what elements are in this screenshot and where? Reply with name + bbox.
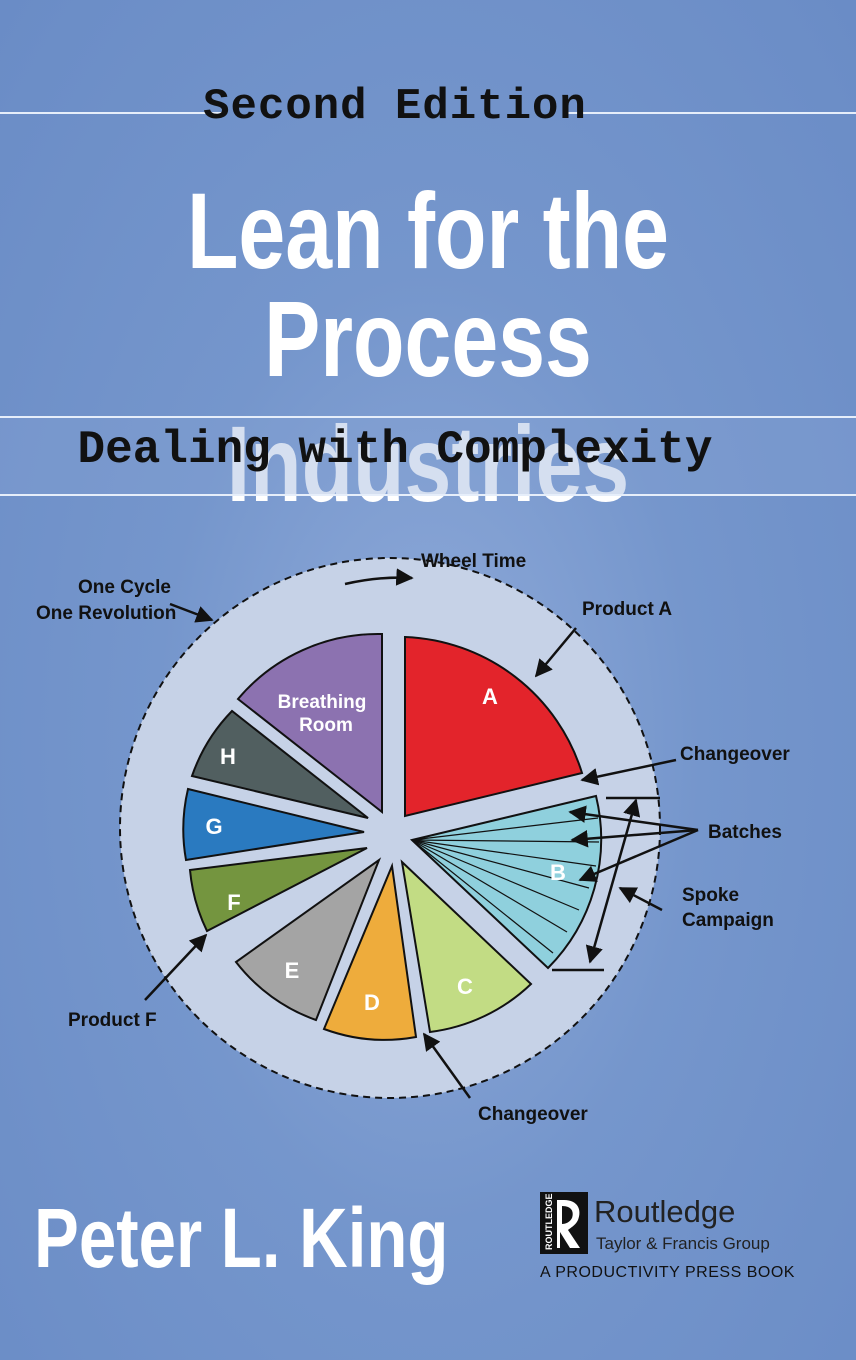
logo-vertical-mark: ROUTLEDGE [544,1193,554,1250]
room-label: Room [299,715,353,736]
edition-rule-right [566,112,856,114]
segment-h [190,709,369,819]
segment-label-a: A [482,684,498,709]
breathing-label: Breathing [278,692,367,713]
wheel-segments [182,632,603,1041]
edition-label: Second Edition [203,82,587,132]
segment-f [188,847,368,933]
publisher-group: Taylor & Francis Group [596,1234,770,1253]
one-cycle-label: One Cycle [78,577,171,598]
segment-d [322,862,418,1041]
product-a-label: Product A [582,599,672,620]
product-f-label: Product F [68,1010,157,1031]
batch-line-1 [411,817,599,841]
routledge-logo: ROUTLEDGE [540,1192,588,1254]
product-wheel-diagram: A B C D E F G H Breathing Room [36,551,790,1125]
batch-line-5 [411,839,580,911]
campaign-label: Campaign [682,910,774,931]
segment-label-d: D [364,990,380,1015]
campaign-span-arrow [585,798,641,964]
author-name: Peter L. King [34,1191,449,1285]
one-revolution-label: One Revolution [36,603,176,624]
title-line-1: Lean for the [186,170,670,291]
wheel-time-label: Wheel Time [421,551,526,572]
product-f-arrow [144,933,208,1001]
one-cycle-arrow [169,602,214,623]
edition-rule-left [0,112,222,114]
changeover-top-arrow [580,758,677,786]
publisher-name: Routledge [594,1194,736,1229]
segment-breathing-room [236,632,383,815]
wheel-time-arrow [344,568,414,586]
segment-label-e: E [285,958,300,983]
segment-e [234,857,382,1022]
segment-label-h: H [220,744,236,769]
changeover-bottom-label: Changeover [478,1104,588,1125]
subtitle: Dealing with Complexity [77,424,713,476]
changeover-bottom-arrow [422,1032,472,1099]
batch-line-6 [411,839,568,933]
publisher-press-line: A PRODUCTIVITY PRESS BOOK [540,1264,795,1281]
title-line-2: Process Industries [226,278,630,524]
batch-line-7 [411,839,554,954]
batch-line-4 [411,839,590,889]
subtitle-band [0,416,856,496]
segment-label-f: F [227,890,240,915]
batch-line-3 [411,839,597,867]
segment-label-g: G [205,814,222,839]
batch-line-2 [411,839,600,843]
segment-g [182,787,365,862]
product-a-arrow [534,627,577,678]
segment-label-c: C [457,974,473,999]
segment-label-b: B [550,860,566,885]
changeover-top-label: Changeover [680,744,790,765]
segment-a [404,635,584,818]
segment-c [400,859,533,1034]
spoke-label: Spoke [682,885,739,906]
batches-label: Batches [708,822,782,843]
